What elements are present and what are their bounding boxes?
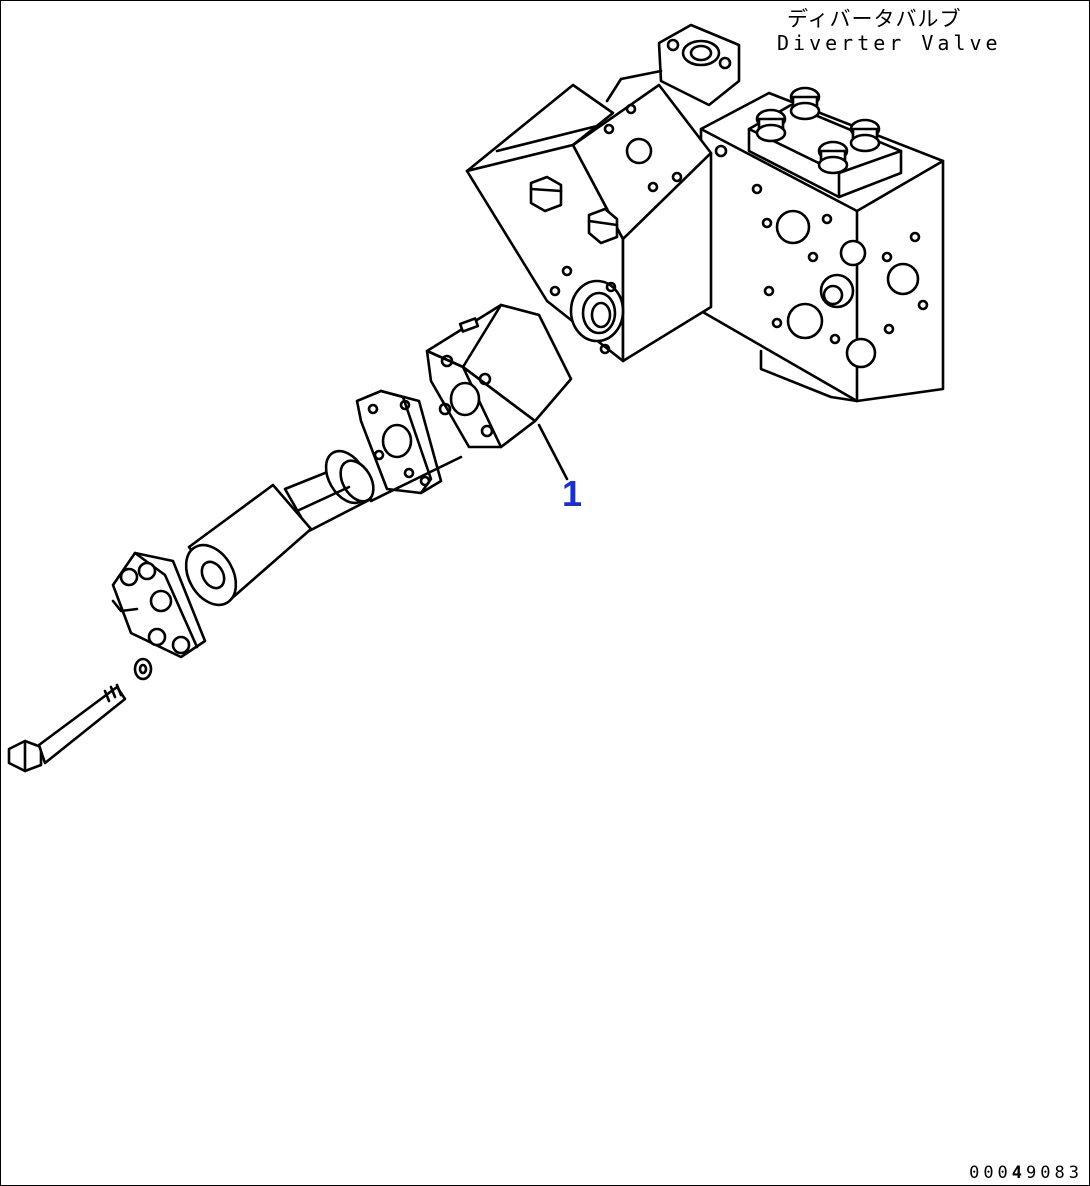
diverter-valve-right-block [699, 91, 945, 403]
callout-leader-line [537, 423, 569, 481]
split-flange [111, 551, 207, 659]
part-name-english: Diverter Valve [777, 31, 1002, 55]
diverter-valve-left-block [465, 83, 713, 363]
washer [133, 657, 153, 681]
top-bolts [755, 86, 881, 175]
cartridge-cylinder [184, 483, 313, 607]
top-port-flange [605, 23, 741, 107]
figure-number-prefix: 000 [969, 1163, 1012, 1183]
part-1-block [425, 303, 573, 449]
figure-number-suffix: 9083 [1026, 1163, 1083, 1183]
callout-number-1[interactable]: 1 [562, 473, 583, 514]
figure-number: 00049083 [969, 1163, 1083, 1183]
long-bolt [7, 683, 127, 773]
part-name-japanese: ディバータバルブ [787, 7, 962, 31]
gasket-plate [355, 389, 443, 495]
figure-number-bold: 4 [1011, 1163, 1027, 1183]
shaft-and-collar [283, 449, 463, 533]
